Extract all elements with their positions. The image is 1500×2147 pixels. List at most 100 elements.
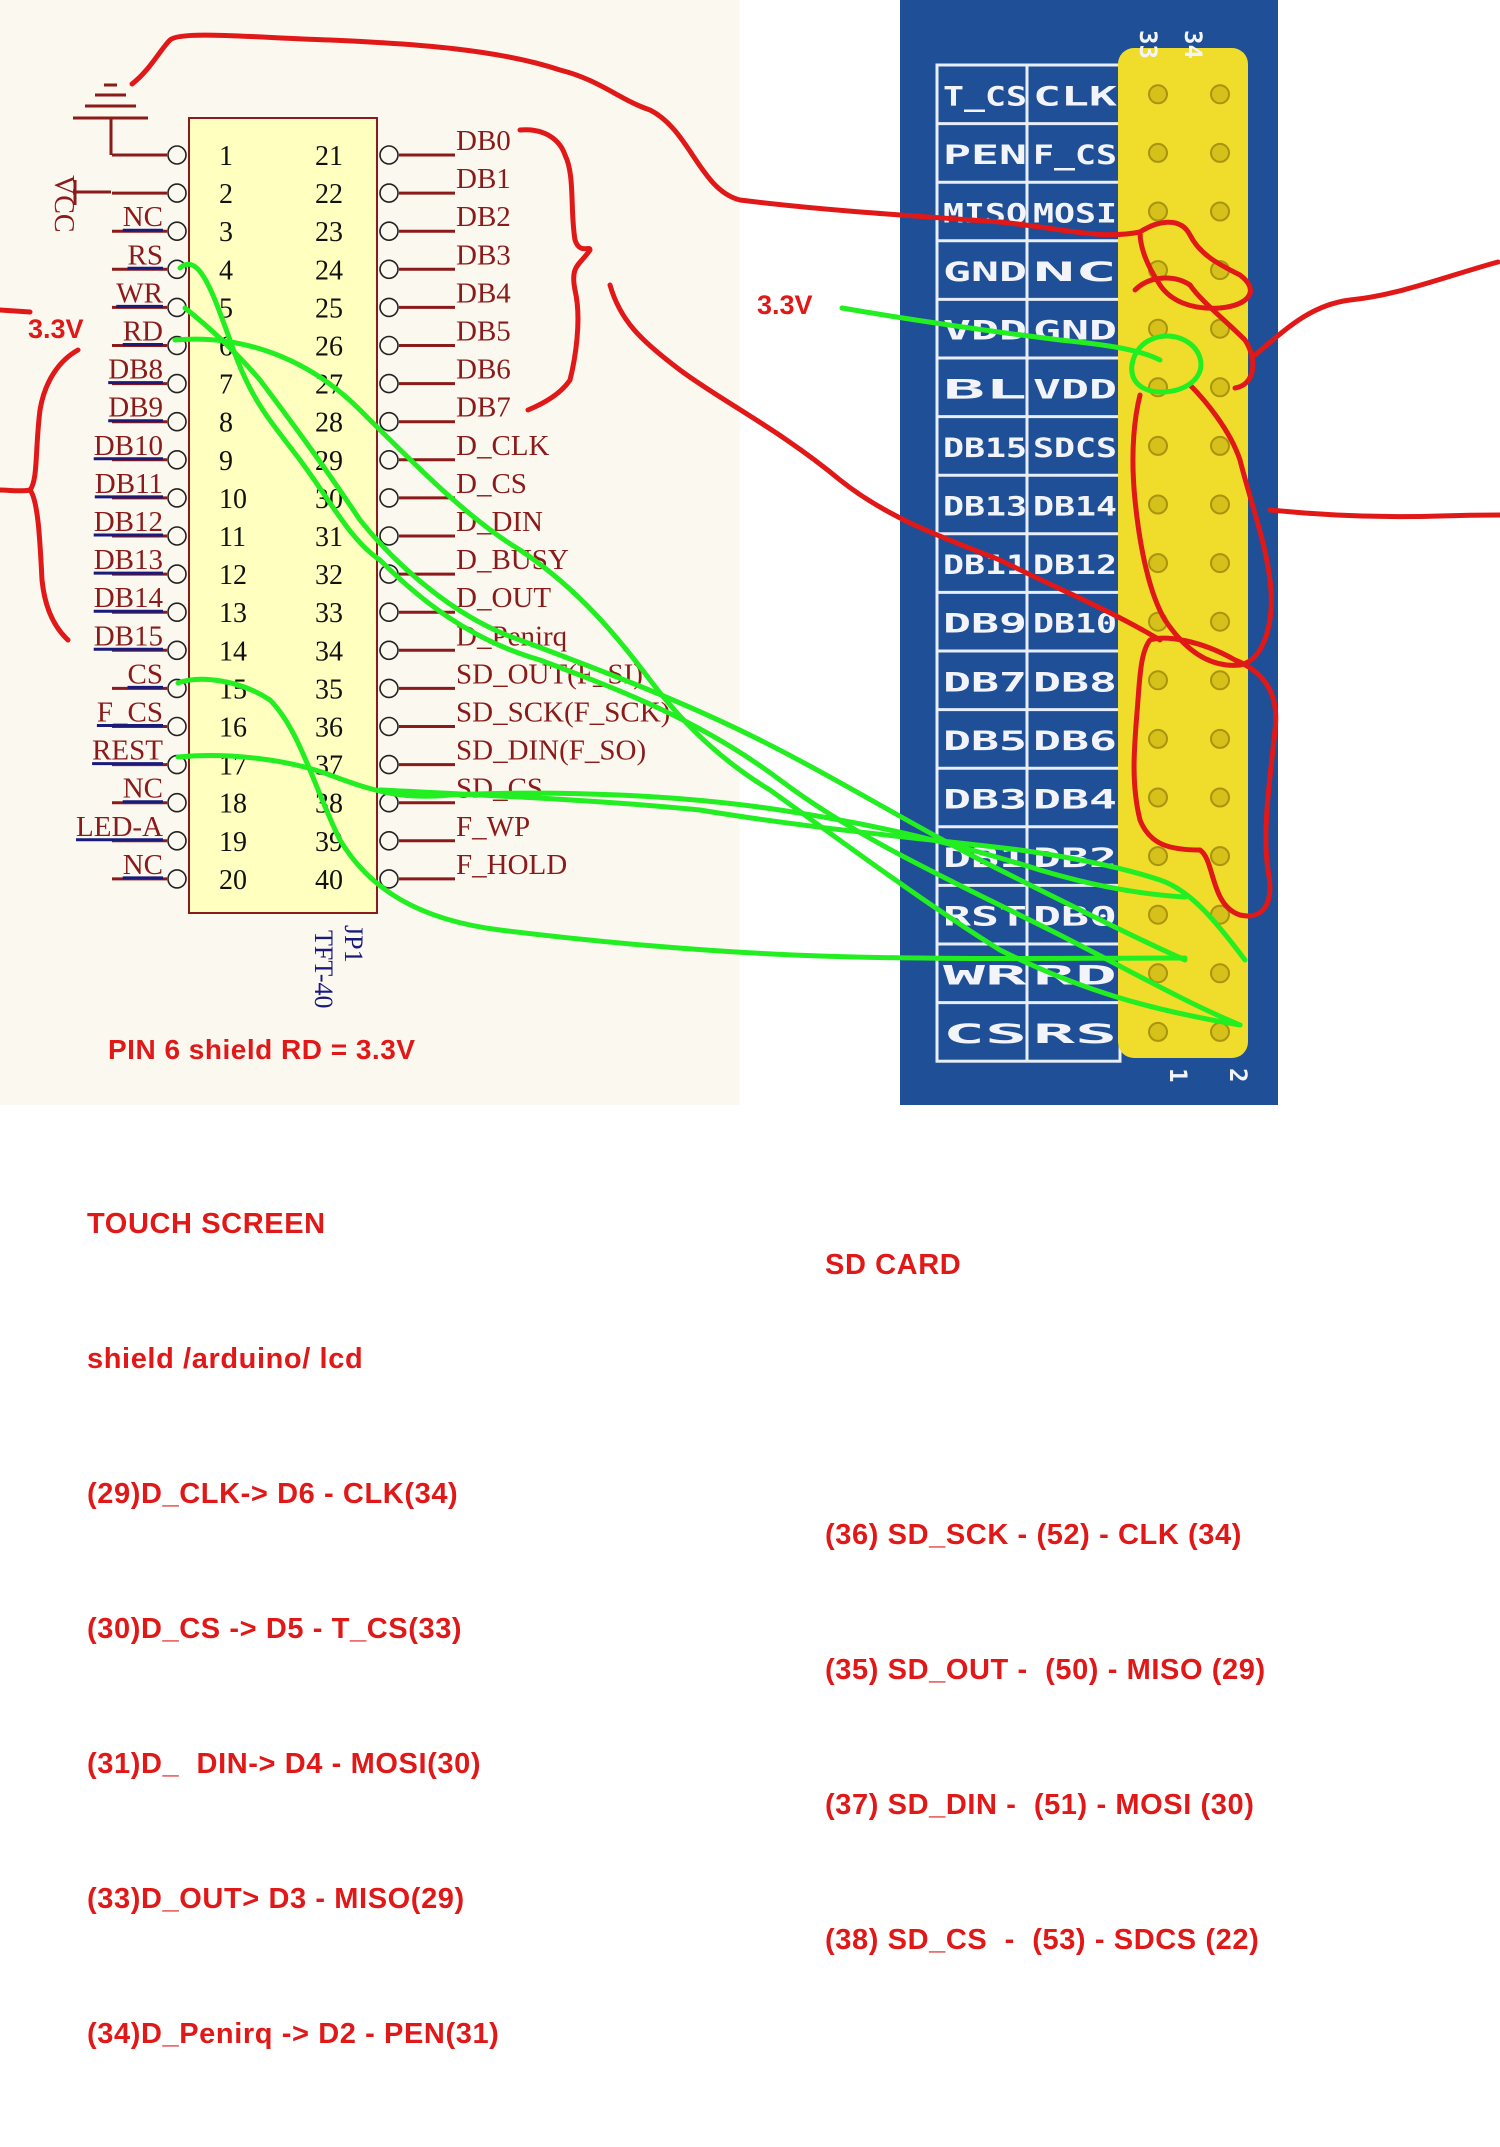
header-pin bbox=[1210, 1021, 1230, 1042]
pin-label: DB11 bbox=[95, 468, 163, 500]
pin-number: 25 bbox=[315, 293, 343, 324]
pin-number: 20 bbox=[219, 865, 247, 896]
header-number: 34 bbox=[1179, 30, 1207, 59]
header-pin bbox=[1148, 670, 1168, 691]
pin-circle bbox=[379, 259, 399, 280]
wire-rest bbox=[175, 753, 1188, 900]
board-pin-label: RD bbox=[1033, 960, 1117, 991]
pin-circle bbox=[379, 754, 399, 775]
wire-sd bbox=[377, 787, 1248, 963]
wire-cs bbox=[175, 676, 1188, 961]
pin-label: NC bbox=[123, 849, 163, 881]
gnd-circle-1 bbox=[1137, 219, 1253, 311]
pin-number: 11 bbox=[219, 522, 246, 553]
touch-note-line: (29)D_CLK-> D6 - CLK(34) bbox=[87, 1478, 459, 1510]
wire-wr bbox=[182, 305, 1188, 963]
header-pin bbox=[1210, 670, 1230, 691]
pin-circle bbox=[167, 792, 187, 813]
header-number: 33 bbox=[1134, 30, 1162, 59]
header-pin bbox=[1210, 377, 1230, 398]
header-pin bbox=[1148, 728, 1168, 749]
board-pin-label: DB6 bbox=[1033, 726, 1117, 757]
pin-label: DB6 bbox=[456, 354, 511, 386]
pin-circle bbox=[167, 602, 187, 623]
board-3v3-label: 3.3V bbox=[757, 290, 813, 320]
pin-circle bbox=[379, 411, 399, 432]
pin-number: 1 bbox=[219, 141, 233, 172]
pin-number: 33 bbox=[315, 598, 343, 629]
board-pin-label: DB15 bbox=[943, 433, 1027, 464]
board-pin-label: T_CS bbox=[943, 81, 1027, 112]
connector-ref: JP1 bbox=[339, 925, 368, 963]
touch-note-title: TOUCH SCREEN bbox=[87, 1208, 326, 1240]
red-annotation-strokes bbox=[0, 32, 1500, 919]
pin-circle bbox=[379, 678, 399, 699]
pin-label: F_WP bbox=[456, 811, 530, 843]
pin-label: WR bbox=[116, 277, 163, 309]
pin-label: DB10 bbox=[94, 430, 163, 462]
pin-label: DB7 bbox=[456, 392, 511, 424]
sd-note-line: (36) SD_SCK - (52) - CLK (34) bbox=[825, 1519, 1243, 1551]
pin-number: 40 bbox=[315, 865, 343, 896]
touch-note-subtitle: shield /arduino/ lcd bbox=[87, 1343, 364, 1375]
pin-label: D_CLK bbox=[456, 430, 550, 462]
pin-number: 32 bbox=[315, 560, 343, 591]
pin-circle bbox=[167, 640, 187, 661]
db-bus-wire bbox=[607, 282, 1163, 643]
header-pin bbox=[1148, 553, 1168, 574]
board-pin-label: DB4 bbox=[1033, 785, 1117, 816]
connector-body bbox=[188, 117, 378, 914]
header-pin bbox=[1210, 787, 1230, 808]
pin-circle bbox=[167, 526, 187, 546]
pin-label: F_HOLD bbox=[456, 849, 567, 881]
pin-label: NC bbox=[123, 201, 163, 233]
pin-number: 18 bbox=[219, 789, 247, 820]
pin-number: 23 bbox=[315, 217, 343, 248]
board-pin-label: DB12 bbox=[1033, 550, 1117, 581]
board-pin-label: DB3 bbox=[943, 785, 1027, 816]
diagram-canvas: VCC TFT-40 JP1 123NC4RS5WR6RD7DB88DB99DB… bbox=[0, 30, 1500, 1082]
touch-note-line: (33)D_OUT> D3 - MISO(29) bbox=[87, 1883, 465, 1915]
touch-note-line: (31)D_ DIN-> D4 - MOSI(30) bbox=[87, 1748, 482, 1780]
wire-rd bbox=[172, 336, 1243, 1028]
pin-circle bbox=[167, 449, 187, 470]
pin-number: 12 bbox=[219, 560, 247, 591]
pin-label: RS bbox=[128, 239, 163, 271]
board-pin-label: CS bbox=[943, 1019, 1027, 1050]
board-pin-label: F_CS bbox=[1033, 140, 1117, 171]
pin-number: 3 bbox=[219, 217, 233, 248]
pin-circle bbox=[379, 602, 399, 623]
top-gnd-wire bbox=[129, 32, 1143, 238]
board-pin-label: DB9 bbox=[943, 609, 1027, 640]
pin-label: F_CS bbox=[97, 697, 163, 729]
pin-circle bbox=[379, 335, 399, 356]
pin-number: 10 bbox=[219, 484, 247, 515]
board-pin-label: CLK bbox=[1033, 81, 1118, 112]
pin-number: 31 bbox=[315, 522, 343, 553]
sd-note-line: (35) SD_OUT - (50) - MISO (29) bbox=[825, 1654, 1266, 1686]
pin-circle bbox=[379, 830, 399, 851]
pin-number: 34 bbox=[315, 636, 343, 667]
header-pin bbox=[1210, 201, 1230, 222]
header-pin bbox=[1210, 728, 1230, 749]
pin-number: 22 bbox=[315, 179, 343, 210]
header-pin bbox=[1148, 1021, 1168, 1042]
pin-number: 36 bbox=[315, 713, 343, 744]
header-pin bbox=[1210, 84, 1230, 105]
board-pin-label: DB5 bbox=[943, 726, 1027, 757]
board-pin-label: BL bbox=[943, 374, 1027, 405]
pin-label: REST bbox=[92, 735, 163, 767]
connector-name: TFT-40 bbox=[309, 930, 338, 1009]
vcc-ground-symbol bbox=[73, 83, 148, 205]
header-number: 2 bbox=[1224, 1068, 1252, 1082]
pin-number: 19 bbox=[219, 827, 247, 858]
db-header-loop-lower bbox=[1131, 635, 1279, 919]
pin-label: NC bbox=[123, 773, 163, 805]
right-gnd-wire-1 bbox=[1252, 259, 1500, 358]
header-pin bbox=[1148, 435, 1168, 456]
pin-circle bbox=[379, 145, 399, 165]
pin-circle bbox=[379, 716, 399, 737]
pin-number: 16 bbox=[219, 713, 247, 744]
header-pin bbox=[1210, 142, 1230, 163]
